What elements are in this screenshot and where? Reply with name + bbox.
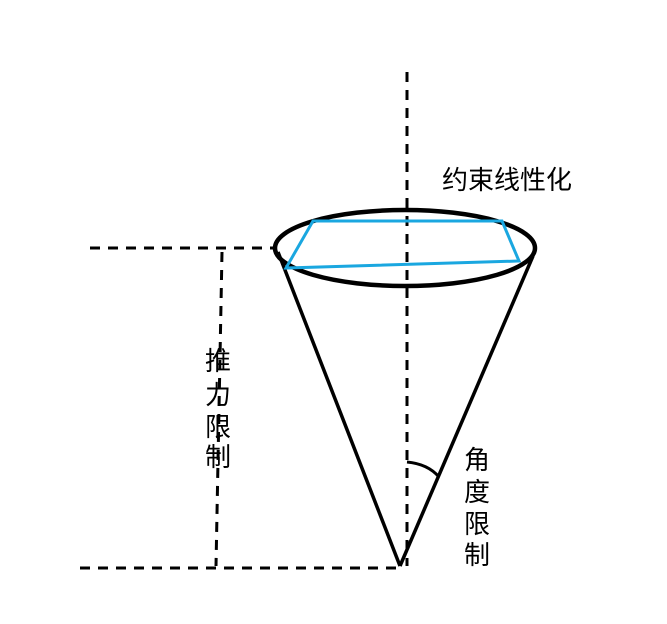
- angle-arc: [406, 460, 441, 479]
- cone-right-side: [398, 255, 535, 567]
- angle-limit-char: 度: [464, 478, 490, 508]
- linearization-label: 约束线性化: [442, 166, 572, 196]
- linearized-polygon: [283, 219, 522, 270]
- thrust-limit-char: 制: [205, 443, 231, 473]
- thrust-limit-measure-line: [214, 251, 224, 567]
- angle-limit-char: 制: [464, 541, 490, 571]
- thrust-limit-char: 推: [205, 347, 231, 377]
- thrust-limit-char: 限: [205, 413, 231, 443]
- angle-limit-char: 限: [464, 510, 490, 540]
- thrust-limit-char: 力: [205, 381, 231, 411]
- angle-limit-char: 角: [464, 446, 490, 476]
- angle-limit-label: 角 度 限 制: [464, 446, 490, 571]
- cone-left-side: [276, 251, 402, 567]
- cone-top-ellipse: [272, 207, 538, 289]
- thrust-limit-label: 推 力 限 制: [205, 347, 231, 473]
